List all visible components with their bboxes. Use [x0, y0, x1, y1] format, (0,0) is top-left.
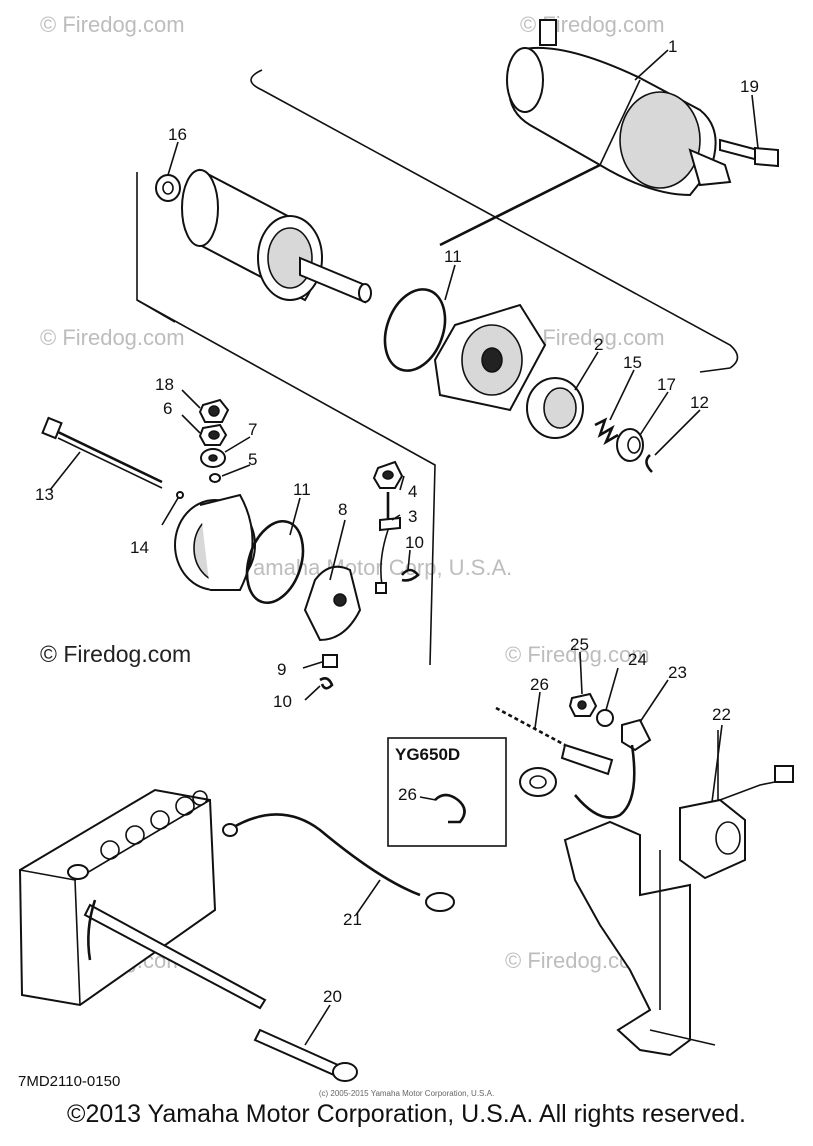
o-ring-lower: [245, 519, 305, 605]
watermark-yamaha: Yamaha Motor Corp, U.S.A.: [240, 555, 512, 580]
rear-cover: [174, 493, 256, 591]
callout-6: 6: [163, 399, 172, 418]
yg650d-inset: YG650D: [387, 737, 507, 847]
callout-24: 24: [628, 650, 647, 669]
callout-26-inset: 26: [398, 785, 417, 804]
starter-motor: [506, 19, 732, 197]
spring-15: [594, 417, 619, 446]
o-ring-upper: [383, 288, 447, 372]
inset-label: YG650D: [395, 745, 460, 764]
washer-16: [155, 174, 181, 202]
brush-holder-8: [303, 565, 362, 642]
callout-1: 1: [668, 37, 677, 56]
callout-26: 26: [530, 675, 549, 694]
armature: [181, 168, 372, 304]
pin-14: [176, 491, 184, 499]
callout-13: 13: [35, 485, 54, 504]
callouts: 1 19 16 11 2 15 17 12 18 6 7 5 13 14 11 …: [35, 37, 759, 1006]
callout-2: 2: [594, 335, 603, 354]
callout-19: 19: [740, 77, 759, 96]
through-bolt-13: [41, 416, 163, 489]
washer-5: [209, 473, 221, 483]
cable-band-26: [495, 706, 614, 776]
callout-25: 25: [570, 635, 589, 654]
callout-9: 9: [277, 660, 286, 679]
nut-18: [198, 398, 230, 423]
callout-23: 23: [668, 663, 687, 682]
callout-22: 22: [712, 705, 731, 724]
nut-6: [198, 423, 228, 446]
callout-10-lower: 10: [273, 692, 292, 711]
assembly-bracket: [136, 69, 739, 666]
callout-12: 12: [690, 393, 709, 412]
positive-cable-20: [83, 899, 358, 1082]
small-copyright: (c) 2005-2015 Yamaha Motor Corporation, …: [318, 1089, 495, 1098]
callout-4: 4: [408, 482, 417, 501]
callout-15: 15: [623, 353, 642, 372]
nut-25: [568, 692, 598, 717]
callout-14: 14: [130, 538, 149, 557]
callout-8: 8: [338, 500, 347, 519]
callout-17: 17: [657, 375, 676, 394]
callout-20: 20: [323, 987, 342, 1006]
negative-cable-21: [222, 813, 455, 912]
lock-washer-24: [596, 709, 614, 727]
callout-11: 11: [444, 247, 462, 266]
callout-3: 3: [408, 507, 417, 526]
brush-spring-10: [400, 568, 420, 582]
callout-7: 7: [248, 420, 257, 439]
watermark-firedog-dark: © Firedog.com: [40, 641, 191, 667]
callout-11-lower: 11: [293, 480, 311, 499]
watermark-firedog: © Firedog.com: [40, 325, 185, 350]
washer-16-hole: [162, 181, 174, 195]
starter-relay-22: [679, 730, 794, 880]
inset-cable-band: [434, 793, 466, 824]
starter-cable: [519, 744, 636, 819]
watermark-firedog: © Firedog.com: [505, 642, 650, 667]
callout-10: 10: [405, 533, 424, 552]
terminal-4: [372, 460, 404, 489]
callout-16: 16: [168, 125, 187, 144]
pinion-gear-2: [526, 377, 584, 439]
callout-18: 18: [155, 375, 174, 394]
part-code: 7MD2110-0150: [18, 1073, 120, 1090]
battery: [18, 788, 217, 1007]
terminal-cover-23: [621, 718, 652, 752]
bolt-19: [719, 138, 779, 168]
callout-21: 21: [343, 910, 362, 929]
brush-9: [322, 654, 338, 668]
callout-5: 5: [248, 450, 257, 469]
copyright-footer: ©2013 Yamaha Motor Corporation, U.S.A. A…: [67, 1100, 746, 1128]
leader-lines: [49, 49, 759, 1046]
collar-17: [616, 428, 644, 462]
watermark-firedog: © Firedog.com: [40, 12, 185, 37]
front-bracket: [433, 303, 547, 412]
clip-12: [645, 454, 653, 473]
washer-7: [200, 448, 226, 468]
brush-spring-10-lower: [319, 677, 334, 690]
relay-bracket: [563, 820, 716, 1057]
